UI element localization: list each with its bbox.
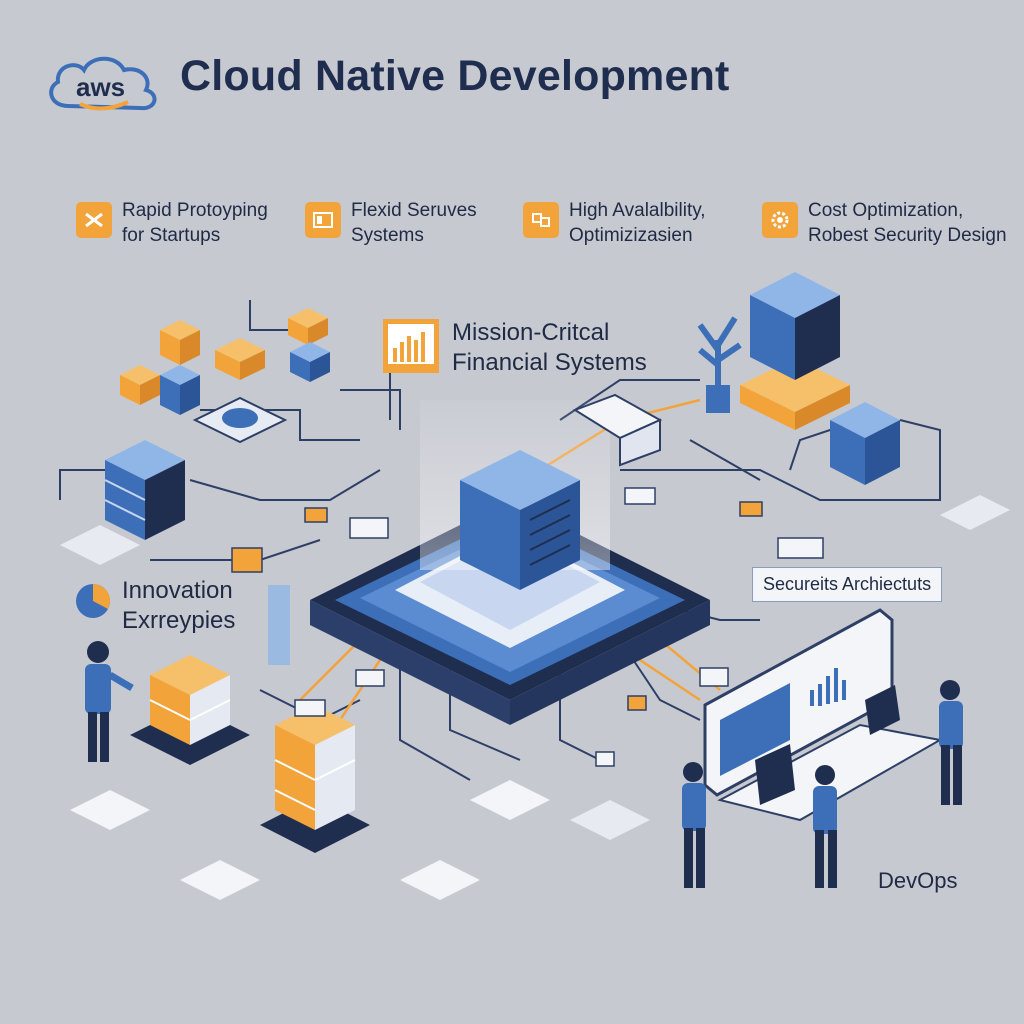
team-members — [682, 680, 963, 888]
bar-chart-icon — [383, 319, 439, 373]
secure-architecture-label: Secureits Archiectuts — [752, 567, 943, 602]
aws-logo: aws — [49, 56, 157, 111]
feature-rapid-prototyping: Rapid Protoyping for Startups — [76, 198, 268, 248]
mission-line2: Financial Systems — [452, 349, 647, 376]
orange-server-stack-left — [130, 655, 250, 765]
feature-line1: Rapid Protoyping — [122, 200, 268, 221]
tools-icon — [76, 202, 112, 238]
devops-label: DevOps — [878, 868, 958, 893]
callout-innovation: Innovation Exrreypies — [74, 576, 235, 636]
orange-server-stack-center — [260, 705, 370, 853]
mission-line1: Mission-Critcal — [452, 319, 610, 346]
feature-line2: Optimizizasien — [569, 225, 693, 246]
page-title: Cloud Native Development — [180, 52, 730, 100]
feature-line1: Flexid Seruves — [351, 200, 477, 221]
orange-server-stack-right — [740, 272, 850, 430]
gear-icon — [762, 202, 798, 238]
blue-server-stack-right — [830, 402, 900, 485]
feature-line1: Cost Optimization, — [808, 200, 964, 221]
orange-cubes-top-left — [120, 308, 330, 444]
feature-line2: Systems — [351, 225, 424, 246]
server-panel-icon — [305, 202, 341, 238]
blue-server-stack-left — [104, 440, 185, 540]
svg-text:aws: aws — [76, 72, 125, 102]
pie-chart-icon — [76, 584, 110, 618]
feature-line1: High Avalalbility, — [569, 200, 706, 221]
callout-mission-critical: Mission-Critcal Financial Systems — [382, 318, 647, 378]
feature-line2: for Startups — [122, 225, 221, 246]
central-server — [460, 450, 580, 590]
feature-line2: Robest Security Design — [808, 225, 1007, 246]
feature-high-availability: High Avalalbility, Optimizizasien — [523, 198, 706, 248]
floor-tiles — [60, 495, 1010, 900]
small-chips — [231, 487, 824, 767]
availability-icon — [523, 202, 559, 238]
innovation-line1: Innovation — [122, 577, 233, 604]
feature-flexible-services: Flexid Seruves Systems — [305, 198, 477, 248]
glow-pillar — [268, 585, 290, 665]
feature-cost-optimization: Cost Optimization, Robest Security Desig… — [762, 198, 1007, 248]
innovation-line2: Exrreypies — [122, 607, 236, 634]
person-left — [85, 641, 134, 762]
plant — [697, 316, 742, 413]
laptop-top — [572, 393, 663, 467]
